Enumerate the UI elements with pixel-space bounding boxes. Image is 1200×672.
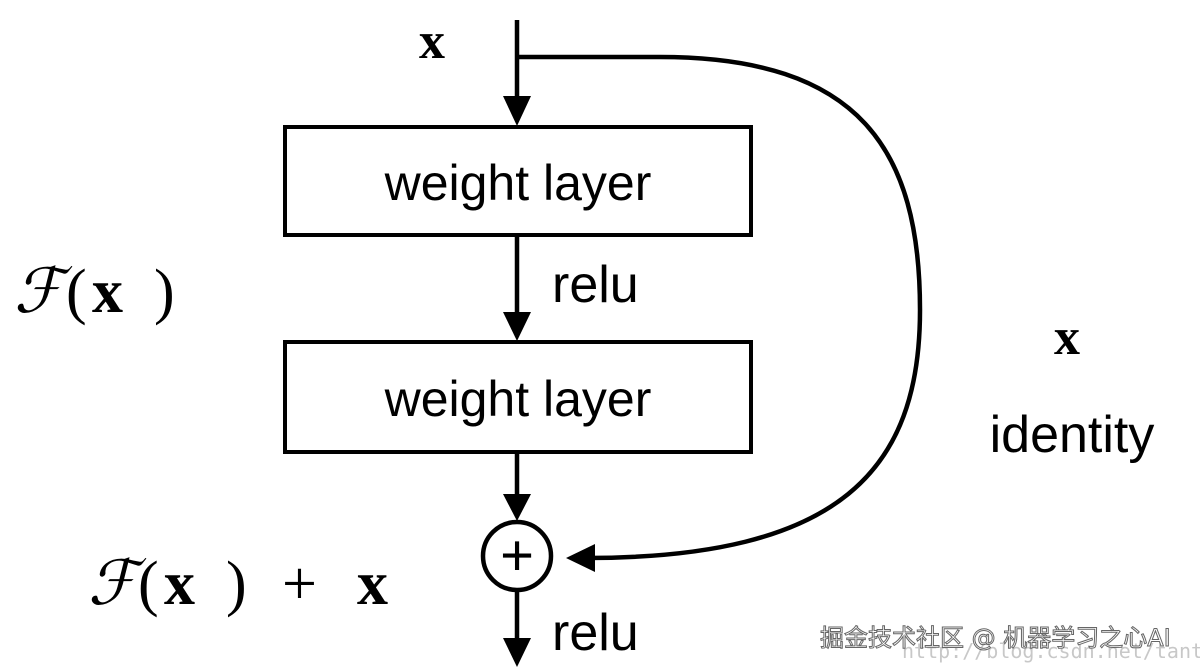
- watermark-url: http://blog.csdn.net/tantan2: [902, 639, 1200, 663]
- sum-plus: +: [282, 550, 317, 618]
- identity-label: identity: [990, 406, 1155, 464]
- add-symbol: +: [500, 523, 534, 588]
- residual-x: x: [92, 258, 123, 326]
- identity-x-label: x: [1054, 309, 1080, 366]
- weight-layer-2-label: weight layer: [384, 371, 652, 427]
- sum-label: ℱ ( x ) + x: [88, 550, 388, 618]
- to-add-arrowhead: [503, 494, 531, 521]
- close-paren: ): [154, 258, 175, 326]
- input-arrowhead: [503, 96, 531, 126]
- output-arrowhead: [503, 638, 531, 667]
- input-x-label: x: [419, 13, 445, 70]
- open-paren: (: [66, 258, 87, 326]
- weight-layer-2: [283, 340, 753, 454]
- watermark-text: 掘金技术社区 @ 机器学习之心AI: [820, 624, 1171, 652]
- sum-open-paren: (: [138, 550, 159, 618]
- relu-label-2: relu: [552, 604, 639, 662]
- script-f-symbol: ℱ: [14, 258, 73, 326]
- residual-function-label: ℱ ( x ): [14, 258, 175, 326]
- middle-arrowhead: [503, 312, 531, 341]
- sum-x: x: [164, 550, 195, 618]
- weight-layer-1: [283, 125, 753, 237]
- identity-arrowhead: [566, 544, 595, 572]
- sum-close-paren: ): [226, 550, 247, 618]
- weight-layer-1-label: weight layer: [384, 155, 652, 211]
- sum-x2: x: [357, 550, 388, 618]
- identity-skip-path: [517, 54, 923, 561]
- relu-label-1: relu: [552, 256, 639, 314]
